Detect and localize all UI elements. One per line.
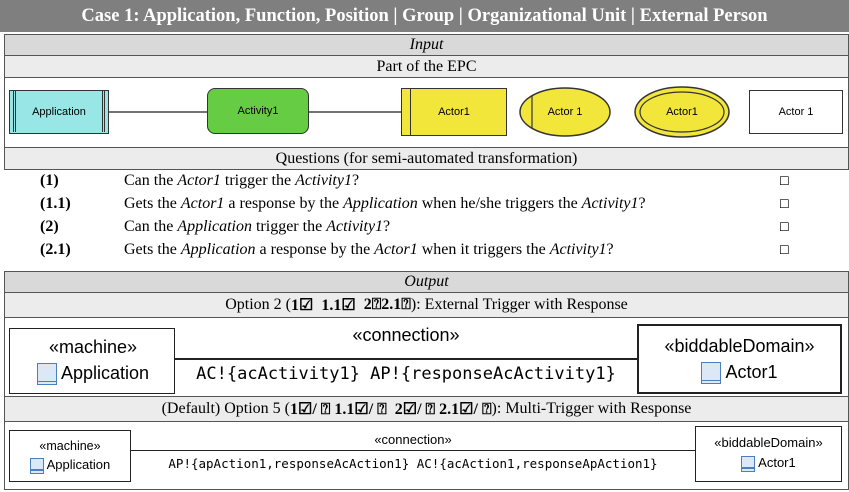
component-icon [29,457,44,474]
epc-diagram: Application Activity1 Actor1 Actor 1 Act… [4,78,849,148]
epc-actor-unit-label: Actor1 [666,106,698,118]
option2-domain-label: Actor1 [639,362,840,385]
question-number: (2.1) [40,241,71,258]
option5-diagram: «connection» AP!{apAction1,responseAcAct… [4,422,849,490]
option2-header: Option 2 (1☑ 1.1☑ 2⍰2.1⍰): External Trig… [4,293,849,318]
question-checkbox[interactable]: ☐ [779,220,790,234]
option5-header: (Default) Option 5 (1☑/ ⍰ 1.1☑/ ⍰ 2☑/ ⍰ … [4,397,849,422]
question-number: (2) [40,218,59,235]
question-row: (2) Can the Application trigger the Acti… [4,218,849,238]
option5-connection-line [131,450,695,452]
component-icon [36,363,57,386]
question-checkbox[interactable]: ☐ [779,243,790,257]
epc-actor-unit [634,86,730,138]
epc-application-label: Application [32,106,86,118]
epc-activity: Activity1 [207,88,309,134]
question-text: Can the Application trigger the Activity… [124,218,391,235]
epc-activity-label: Activity1 [237,105,279,117]
epc-actor-position: Actor1 [401,88,507,136]
application-left-bars [13,91,16,132]
component-icon [741,455,756,472]
option2-connection-line [175,358,637,360]
option2-diagram: «connection» AC!{acActivity1} AP!{respon… [4,318,849,397]
question-text: Can the Actor1 trigger the Activity1? [124,172,360,189]
option5-connection-stereotype: «connection» [374,432,452,447]
option2-machine-label: Application [10,363,176,386]
question-row: (1.1) Gets the Actor1 a response by the … [4,195,849,215]
option2-domain-stereotype: «biddableDomain» [664,336,815,356]
option2-biddable-domain: «biddableDomain» Actor1 [637,324,842,394]
option2-machine-stereotype: «machine» [48,337,138,357]
option5-machine-stereotype: «machine» [39,439,101,453]
question-text: Gets the Application a response by the A… [124,241,614,258]
question-text: Gets the Actor1 a response by the Applic… [124,195,646,212]
option5-machine: «machine» Application [9,430,131,482]
epc-actor-external: Actor 1 [749,90,843,134]
case-title: Case 1: Application, Function, Position … [0,0,849,32]
input-header: Input [4,34,849,56]
application-right-bars [102,91,105,132]
question-number: (1) [40,172,59,189]
epc-actor-external-label: Actor 1 [778,106,814,118]
component-icon [701,362,722,385]
epc-actor-group [519,87,611,137]
position-bar [410,88,411,136]
option5-biddable-domain: «biddableDomain» Actor1 [695,426,842,482]
epc-actor-group-label: Actor 1 [547,106,583,118]
epc-actor-position-label: Actor1 [438,106,470,118]
option5-domain-stereotype: «biddableDomain» [714,435,823,450]
question-number: (1.1) [40,195,71,212]
question-checkbox[interactable]: ☐ [779,197,790,211]
questions-header: Questions (for semi-automated transforma… [4,148,849,170]
option2-connection-stereotype: «connection» [352,325,460,345]
option5-domain-label: Actor1 [696,455,841,472]
question-row: (1) Can the Actor1 trigger the Activity1… [4,172,849,192]
output-header: Output [4,271,849,293]
epc-application: Application [9,90,109,134]
question-checkbox[interactable]: ☐ [779,174,790,188]
question-row: (2.1) Gets the Application a response by… [4,241,849,261]
epc-header: Part of the EPC [4,56,849,78]
epc-connectors [109,111,401,113]
option2-connection-text: AC!{acActivity1} AP!{responseAcActivity1… [196,364,616,384]
option5-connection-text: AP!{apAction1,responseAcAction1} AC!{acA… [168,456,658,471]
option2-machine: «machine» Application [9,328,175,394]
option5-machine-label: Application [10,457,130,474]
